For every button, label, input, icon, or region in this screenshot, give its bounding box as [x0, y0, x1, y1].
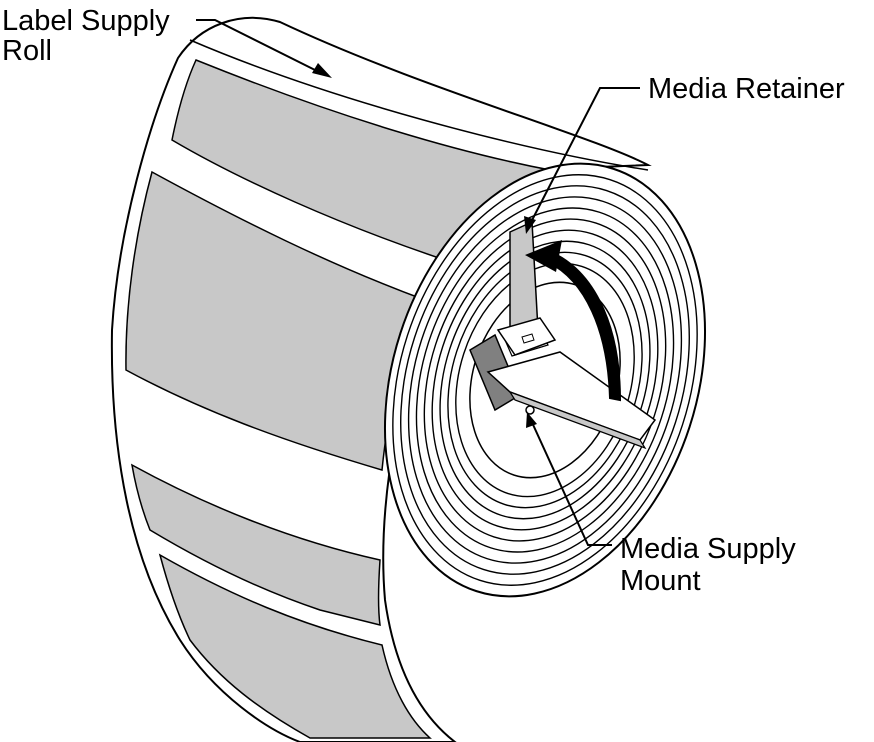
mount-screw — [525, 405, 535, 415]
leader-label-supply-roll — [196, 19, 326, 76]
label-supply-roll-line2: Roll — [2, 35, 52, 67]
label-supply-roll-line1: Label Supply — [2, 5, 170, 37]
roll-layer-ring — [423, 218, 667, 542]
arrow-label-supply-roll — [312, 63, 332, 78]
media-supply-mount-line1: Media Supply — [620, 533, 796, 565]
media-supply-mount — [469, 329, 657, 450]
label-3 — [130, 463, 381, 626]
retainer-slot — [521, 333, 535, 344]
roll-layer-ring — [392, 174, 698, 586]
leader-media-retainer — [527, 87, 640, 229]
roll-layer-ring — [407, 196, 683, 564]
media-supply-mount-line2: Mount — [620, 565, 701, 597]
label-2 — [125, 170, 427, 471]
rotation-arrowhead-icon — [525, 240, 562, 272]
label-4 — [158, 553, 432, 739]
arrow-media-retainer — [524, 216, 536, 234]
mount-plate-edge — [508, 390, 647, 450]
rotation-arrow-icon — [543, 248, 622, 402]
media-retainer-label: Media Retainer — [648, 73, 845, 105]
roll-top-edge — [189, 39, 649, 171]
roll-layer-ring — [400, 185, 690, 575]
retainer-base — [496, 317, 557, 356]
mount-plate — [486, 351, 657, 441]
leader-media-supply-mount — [529, 417, 612, 546]
roll-layer-ring — [431, 229, 659, 531]
arrow-media-supply-mount — [526, 412, 537, 428]
roll-layer-ring — [415, 207, 675, 553]
